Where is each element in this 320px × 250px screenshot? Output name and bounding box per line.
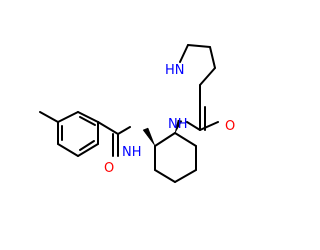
wedge-bond-top (174, 119, 183, 134)
stereo-bonds (142, 119, 183, 147)
proline-amide-linkage (186, 106, 219, 131)
atom-label-amide-nh-left: NH (122, 145, 142, 160)
atom-label-amide-o-left: O (104, 161, 114, 176)
toluoyl-ring (57, 111, 99, 157)
atom-label-proline-nh: HN (165, 63, 185, 78)
molecule-structure: HN NH O NH O (39, 44, 235, 183)
wedge-bond-left (142, 127, 156, 147)
cyclohexane-ring (154, 132, 197, 183)
atom-label-amide-o-top: O (225, 119, 235, 134)
pyrrolidine-ring (179, 44, 216, 108)
benzamide-linkage (97, 121, 131, 157)
methyl-group (39, 111, 59, 123)
atom-label-amide-nh-top: NH (168, 117, 188, 132)
